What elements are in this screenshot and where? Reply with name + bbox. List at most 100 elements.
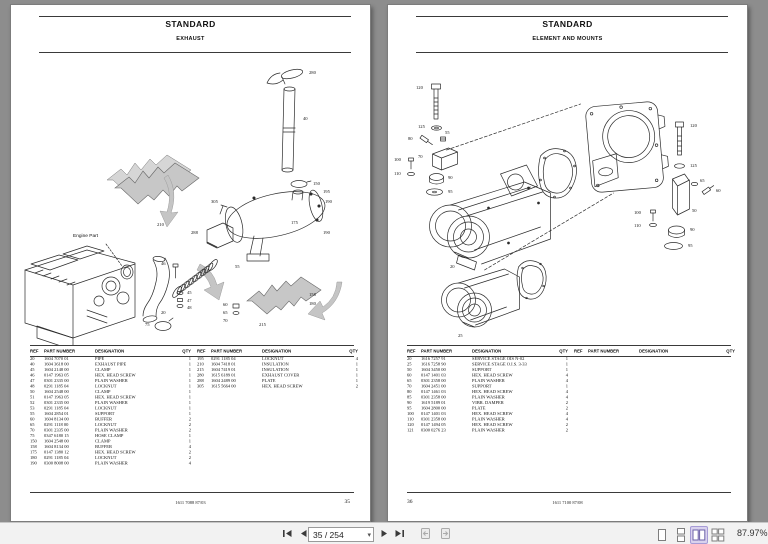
single-page-view-icon — [658, 529, 666, 541]
table-cell: 4 — [355, 356, 358, 361]
table-cell: 120 — [407, 422, 414, 427]
table-cell: 25 — [407, 361, 412, 367]
continuous-scroll-view-button[interactable] — [672, 526, 690, 544]
title-rule-bottom — [39, 52, 351, 53]
table-cell: CLAMP — [95, 367, 111, 372]
table-cell: LOCKNUT — [95, 405, 117, 411]
callout-label: 40 — [303, 116, 308, 121]
last-page-button[interactable] — [392, 526, 407, 541]
table-cell: 90 — [407, 400, 412, 405]
table-cell: 4 — [565, 394, 568, 400]
page-subtitle: ELEMENT AND MOUNTS — [532, 36, 603, 42]
table-cell: 305 — [197, 383, 204, 389]
callout-label: 190 — [323, 230, 330, 235]
table-cell: 0147 1494 05 — [421, 422, 446, 427]
page-number-input[interactable]: 35 / 254 ▾ — [308, 527, 374, 542]
table-cell: 2 — [188, 422, 191, 427]
table-cell: 4 — [565, 411, 568, 416]
table-cell: PIPE — [95, 356, 105, 361]
table-cell: LOCKNUT — [95, 422, 117, 427]
table-cell: HEX. HEAD SCREW — [262, 383, 303, 389]
previous-page-icon — [301, 530, 307, 537]
title-rule-top — [416, 16, 728, 17]
callout-label: 20 — [450, 264, 455, 269]
table-cell: 0291 1185 04 — [44, 383, 69, 389]
table-cell: 55 — [30, 411, 35, 416]
page-title: STANDARD — [542, 19, 593, 29]
next-view-button[interactable] — [438, 526, 453, 541]
table-header-row: REF PART NUMBER DESIGNATION QTY — [197, 346, 358, 356]
table-cell: 288 — [197, 378, 204, 383]
previous-view-icon — [421, 528, 430, 539]
single-page-view-button[interactable] — [653, 526, 671, 544]
page-indicator-value: 35 / 254 — [313, 529, 344, 540]
table-cell: 0147 1963 05 — [44, 394, 69, 400]
table-cell: HEX. HEAD SCREW — [472, 422, 513, 427]
table-cell: 1 — [188, 411, 191, 416]
table-cell: 65 — [407, 378, 412, 383]
callout-label: 65 — [223, 310, 228, 315]
table-cell: 2 — [188, 427, 191, 433]
table-cell: 80 — [407, 389, 412, 394]
table-cell: 180 — [30, 455, 37, 460]
table-cell: 0300 8008 00 — [44, 460, 69, 466]
table-cell: PLAIN WASHER — [472, 416, 505, 422]
table-cell: 0291 1185 04 — [44, 455, 69, 460]
table-cell: 65 — [30, 422, 35, 427]
callout-label: 120 — [416, 85, 423, 90]
header-ref: REF — [407, 348, 416, 354]
table-cell: 1604 2451 00 — [421, 383, 446, 389]
previous-view-button[interactable] — [418, 526, 433, 541]
header-qty: QTY — [349, 348, 358, 354]
header-part-number: PART NUMBER — [588, 348, 620, 354]
first-page-button[interactable] — [280, 526, 295, 541]
table-cell: 51 — [30, 394, 35, 400]
table-cell: 50 — [30, 389, 35, 394]
table-cell: HEX. HEAD SCREW — [95, 449, 136, 455]
table-cell: 1 — [188, 433, 191, 438]
doc-number: 1611 7088 87/03 — [175, 500, 206, 505]
callout-label: 70 — [223, 318, 228, 323]
callout-label: 100 — [634, 210, 641, 215]
table-cell: 1604 2800 00 — [421, 405, 446, 411]
document-canvas[interactable]: STANDARD EXHAUST — [0, 0, 768, 523]
table-cell: 1619 5189 01 — [421, 400, 446, 405]
table-cell: 1604 8134 00 — [44, 416, 69, 422]
table-cell: 190 — [30, 460, 37, 466]
table-cell: LOCKNUT — [95, 455, 117, 460]
table-cell: 2 — [188, 416, 191, 422]
chevron-down-icon[interactable]: ▾ — [367, 531, 371, 539]
table-cell: 60 — [30, 416, 35, 422]
table-cell: PLAIN WASHER — [95, 400, 128, 405]
callout-label: 158 — [309, 292, 316, 297]
callout-label: 48 — [187, 305, 192, 310]
callout-label: 100 — [394, 157, 401, 162]
callout-label: 125 — [690, 163, 697, 168]
table-cell: 4 — [188, 444, 191, 449]
two-page-view-button[interactable] — [690, 526, 708, 544]
table-rule-top — [30, 345, 354, 346]
table-cell: 4 — [188, 460, 191, 466]
header-part-number: PART NUMBER — [211, 348, 243, 354]
two-page-scroll-view-button[interactable] — [709, 526, 727, 544]
next-page-button[interactable] — [377, 526, 392, 541]
callout-label: 110 — [634, 223, 641, 228]
table-cell: 1 — [188, 394, 191, 400]
callout-label: 288 — [191, 230, 198, 235]
previous-page-button[interactable] — [296, 526, 311, 541]
